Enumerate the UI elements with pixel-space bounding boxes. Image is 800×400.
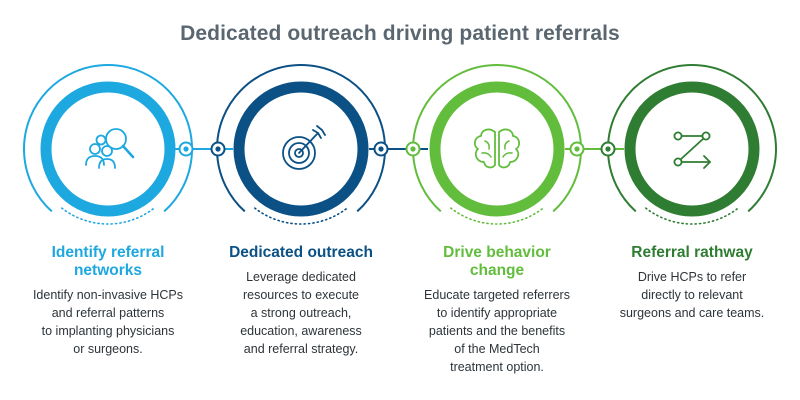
dotted-arc (254, 207, 348, 225)
step-title-line: networks (73, 262, 143, 279)
step-description-line: to implanting physicians (41, 324, 175, 338)
step-1-badge (23, 64, 193, 225)
step-description-line: resources to execute (242, 288, 360, 302)
outer-arc (216, 64, 386, 213)
step-title-line: Drive behavior (443, 244, 551, 261)
main-ring (40, 81, 176, 217)
step-description-line: Drive HCPs to refer (637, 270, 747, 284)
page-title: Dedicated outreach driving patient refer… (180, 22, 620, 45)
step-description-line: Educate targeted referrers (424, 288, 570, 302)
step-description-line: and referral patterns (51, 306, 165, 320)
dotted-arc (645, 207, 739, 225)
connector-1 (175, 141, 233, 157)
connector-3 (565, 141, 624, 157)
step-description: Identify non-invasive HCPs and referral p… (13, 286, 203, 358)
step-3-badge (412, 64, 582, 225)
connector-2 (369, 141, 428, 157)
step-2-badge (216, 64, 386, 225)
step-description-line: treatment option. (450, 360, 544, 374)
step-4-badge (607, 64, 777, 225)
brain-icon (474, 128, 520, 169)
step-description-line: to identify appropriate (436, 306, 558, 320)
step-title-line: Identify referral (51, 244, 165, 261)
step-description: Leverage dedicated resources to execute a … (206, 268, 396, 358)
outer-arc (23, 64, 193, 213)
step-description-line: education, awareness (240, 324, 362, 338)
step-description: Educate targeted referrers to identify ap… (402, 286, 592, 376)
step-description-line: or surgeons. (73, 342, 143, 356)
step-description: Drive HCPs to refer directly to relevant s… (597, 268, 787, 322)
target-icon (282, 125, 326, 170)
referral-path-icon (673, 131, 711, 169)
step-description-line: patients and the benefits (428, 324, 566, 338)
step-description-line: surgeons and care teams. (619, 306, 765, 320)
dotted-arc (61, 207, 155, 225)
step-description-line: and referral strategy. (243, 342, 359, 356)
step-title-line: Referral rathway (631, 244, 753, 261)
step-title: Dedicated outreach (206, 244, 396, 262)
step-description-line: directly to relevant (641, 288, 743, 302)
step-description-line: of the MedTech (454, 342, 540, 356)
step-description-line: a strong outreach, (250, 306, 352, 320)
step-title-line: Dedicated outreach (229, 244, 373, 261)
main-ring (429, 81, 565, 217)
people-search-icon (85, 128, 135, 169)
step-title: Referral rathway (597, 244, 787, 262)
step-description-line: Identify non-invasive HCPs (32, 288, 184, 302)
dotted-arc (450, 207, 544, 225)
outer-arc (607, 64, 777, 213)
outer-arc (412, 64, 582, 213)
step-description-line: Leverage dedicated (246, 270, 356, 284)
step-title-line: change (469, 262, 525, 279)
